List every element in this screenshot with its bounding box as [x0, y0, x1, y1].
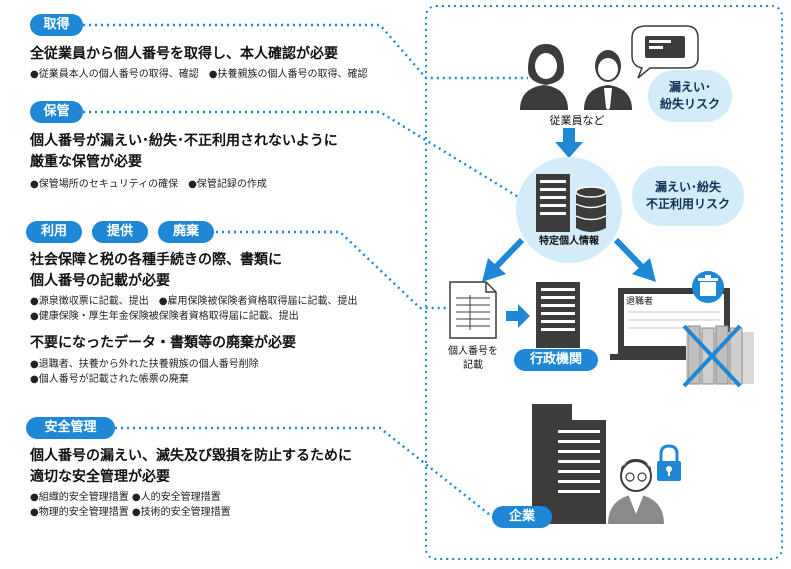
storage-bullets: ●保管場所のセキュリティの確保 ●保管記録の作成 — [30, 179, 267, 190]
government-building-icon — [536, 282, 580, 348]
security-bullet-1: ●組織的安全管理措置 ●人的安全管理措置 — [30, 492, 221, 503]
db-label: 特定個人情報 — [539, 236, 599, 247]
arrow-left-down-icon — [482, 237, 525, 282]
tag-acquisition: 取得 — [30, 14, 83, 36]
acquisition-bullets: ●従業員本人の個人番号の取得、確認 ●扶養親族の個人番号の取得、確認 — [30, 69, 368, 80]
document-label-line2: 記載 — [463, 360, 483, 371]
risk2-line1: 漏えい･紛失 — [654, 180, 721, 194]
dispose-heading: 不要になったデータ・書類等の廃棄が必要 — [30, 335, 296, 351]
monitor-icon — [610, 288, 738, 360]
right-panel-border — [425, 5, 783, 560]
database-icon — [575, 186, 607, 232]
document-icon — [449, 281, 497, 339]
speech-bubble-card-icon — [631, 25, 699, 79]
acquisition-heading: 全従業員から個人番号を取得し、本人確認が必要 — [30, 46, 338, 62]
dispose-bullet-1: ●退職者、扶養から外れた扶養親族の個人番号削除 — [30, 359, 259, 370]
tag-dispose: 廃棄 — [158, 221, 214, 243]
tag-storage: 保管 — [30, 101, 83, 123]
gov-label: 行政機関 — [514, 349, 598, 371]
arrow-down-icon — [555, 128, 583, 158]
retiree-label: 退職者 — [626, 297, 654, 307]
manager-icon — [608, 458, 664, 524]
risk-badge-leak-misuse: 漏えい･紛失 不正利用リスク — [632, 166, 744, 226]
security-heading-line2: 適切な安全管理が必要 — [30, 469, 170, 485]
tag-use: 利用 — [26, 221, 82, 243]
storage-heading-line1: 個人番号が漏えい･紛失･不正利用されないように — [30, 133, 338, 149]
risk1-line2: 紛失リスク — [659, 97, 720, 111]
risk-badge-leak-loss: 漏えい･ 紛失リスク — [648, 70, 732, 122]
risk2-line2: 不正利用リスク — [645, 197, 730, 211]
trash-icon — [692, 271, 724, 303]
employees-label: 従業員など — [549, 114, 605, 127]
connector-security — [115, 426, 491, 516]
use-bullet-1: ●源泉徴収票に記載、提出 ●雇用保険被保険者資格取得届に記載、提出 — [30, 296, 358, 307]
security-bullet-2: ●物理的安全管理措置 ●技術的安全管理措置 — [30, 507, 231, 518]
arrow-right-icon — [506, 304, 530, 328]
dispose-bullet-2: ●個人番号が記載された帳票の廃棄 — [30, 374, 189, 385]
company-building-icon — [532, 404, 606, 524]
company-label: 企業 — [492, 506, 552, 528]
storage-heading-line2: 厳重な保管が必要 — [30, 154, 142, 170]
employee-man-icon — [584, 50, 632, 110]
use-heading-line2: 個人番号の記載が必要 — [30, 273, 170, 289]
lock-icon — [657, 444, 681, 481]
employee-woman-icon — [520, 44, 568, 110]
security-heading-line1: 個人番号の漏えい、滅失及び毀損を防止するために — [30, 448, 352, 464]
tag-security: 安全管理 — [26, 417, 115, 439]
use-heading-line1: 社会保障と税の各種手続きの際、書類に — [30, 252, 282, 268]
use-bullet-2: ●健康保険・厚生年金保険被保険者資格取得届に記載、提出 — [30, 311, 299, 322]
server-icon — [536, 174, 570, 232]
connector-lines — [83, 23, 528, 516]
arrow-right-down-icon — [613, 237, 656, 282]
cross-icon — [682, 324, 742, 388]
tag-provide: 提供 — [92, 221, 148, 243]
risk1-line1: 漏えい･ — [668, 80, 711, 94]
document-label-line1: 個人番号を — [448, 346, 498, 357]
